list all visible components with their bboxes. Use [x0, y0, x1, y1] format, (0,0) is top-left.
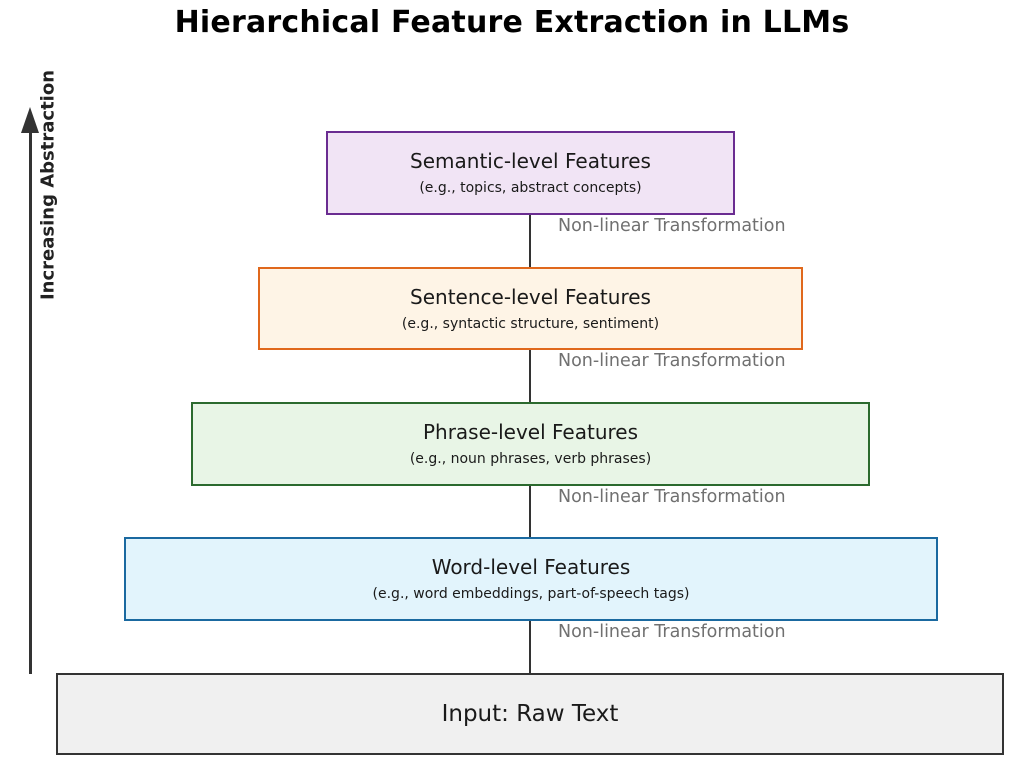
connector-sentence-phrase — [529, 323, 531, 403]
abstraction-axis-line — [29, 130, 32, 674]
transformation-label: Non-linear Transformation — [558, 487, 786, 507]
connector-phrase-word — [529, 458, 531, 538]
semantic-level-examples: (e.g., topics, abstract concepts) — [419, 180, 642, 196]
axis-label: Increasing Abstraction — [37, 69, 59, 301]
word-level-title: Word-level Features — [431, 555, 631, 579]
arrow-up-icon — [21, 107, 39, 133]
semantic-level-box: Semantic-level Features (e.g., topics, a… — [326, 131, 735, 215]
connector-semantic-sentence — [529, 187, 531, 267]
phrase-level-title: Phrase-level Features — [422, 420, 639, 444]
connector-word-input — [529, 593, 531, 673]
transformation-label: Non-linear Transformation — [558, 351, 786, 371]
transformation-label: Non-linear Transformation — [558, 216, 786, 236]
word-level-examples: (e.g., word embeddings, part-of-speech t… — [372, 586, 690, 602]
sentence-level-box: Sentence-level Features (e.g., syntactic… — [258, 267, 803, 350]
phrase-level-examples: (e.g., noun phrases, verb phrases) — [409, 451, 652, 467]
transformation-label: Non-linear Transformation — [558, 622, 786, 642]
diagram-title: Hierarchical Feature Extraction in LLMs — [174, 5, 850, 40]
word-level-box: Word-level Features (e.g., word embeddin… — [124, 537, 938, 621]
phrase-level-box: Phrase-level Features (e.g., noun phrase… — [191, 402, 870, 486]
sentence-level-examples: (e.g., syntactic structure, sentiment) — [401, 315, 660, 332]
semantic-level-title: Semantic-level Features — [410, 149, 651, 173]
input-label: Input: Raw Text — [441, 701, 619, 727]
sentence-level-title: Sentence-level Features — [410, 284, 651, 309]
input-raw-text-box: Input: Raw Text — [56, 673, 1004, 755]
